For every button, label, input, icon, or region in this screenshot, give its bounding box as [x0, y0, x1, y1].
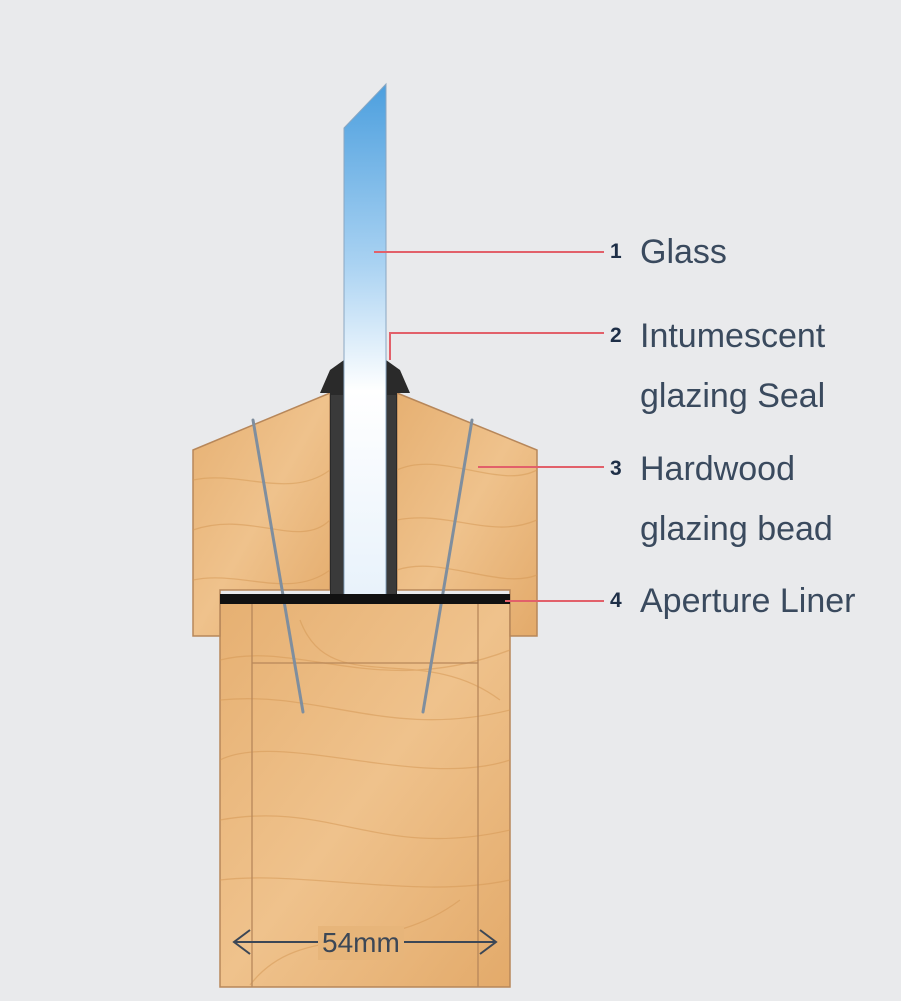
callout-number: 2	[610, 324, 622, 347]
dimension-label: 54mm	[318, 926, 404, 960]
callout-label-line2: glazing bead	[640, 510, 833, 548]
callout-label-line2: glazing Seal	[640, 377, 826, 415]
glass-pane	[343, 82, 387, 597]
callout-label: Glass	[640, 233, 727, 271]
callout-label: Aperture Liner	[640, 582, 856, 620]
callout-number: 3	[610, 457, 622, 480]
callout-label: Hardwood	[640, 450, 795, 488]
fixing-pins	[251, 418, 474, 714]
callout-number: 4	[610, 589, 622, 612]
callout-label: Intumescent	[640, 317, 826, 355]
hardwood-glazing-bead	[192, 391, 538, 637]
leader-lines	[374, 251, 604, 602]
intumescent-glazing-seal	[320, 360, 410, 596]
aperture-liner	[220, 594, 510, 604]
callout-number: 1	[610, 240, 622, 263]
door-frame	[219, 601, 511, 988]
